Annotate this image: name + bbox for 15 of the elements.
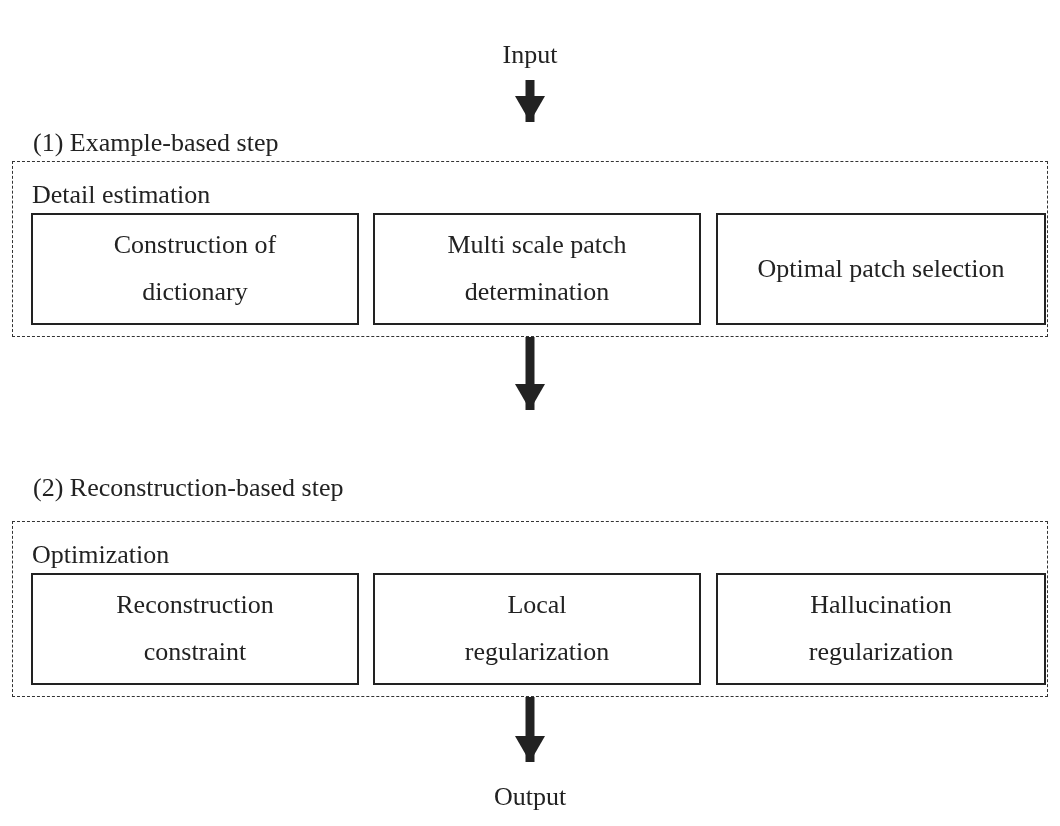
arrow	[515, 80, 545, 122]
step-heading: (1) Example-based step	[33, 127, 279, 159]
process-box: Reconstruction constraint	[31, 573, 359, 685]
group-heading: Detail estimation	[32, 179, 211, 211]
process-box: Multi scale patch determination	[373, 213, 701, 325]
terminal-label: Output	[493, 780, 567, 812]
arrow	[515, 697, 545, 762]
process-box: Construction of dictionary	[31, 213, 359, 325]
step-heading: (2) Reconstruction-based step	[33, 472, 344, 504]
process-box: Local regularization	[373, 573, 701, 685]
arrow	[515, 337, 545, 410]
terminal-label: Input	[502, 39, 558, 71]
process-box: Hallucination regularization	[716, 573, 1046, 685]
process-box: Optimal patch selection	[716, 213, 1046, 325]
group-heading: Optimization	[32, 539, 170, 571]
